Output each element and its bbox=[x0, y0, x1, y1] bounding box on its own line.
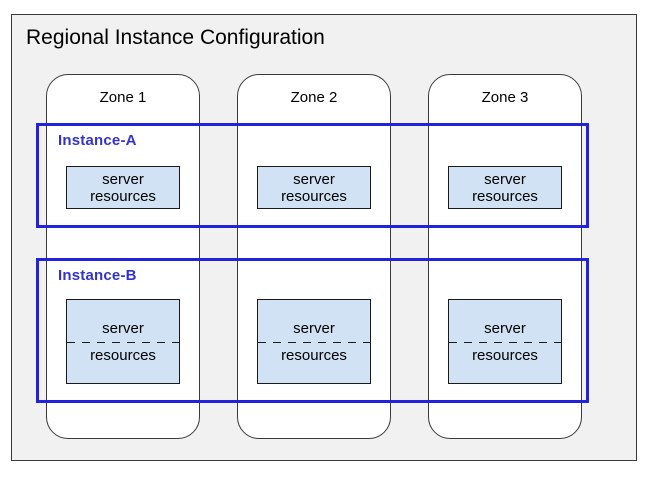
instance-b-box: Instance-B bbox=[36, 258, 589, 403]
instance-a-label: Instance-A bbox=[58, 132, 137, 149]
dashed-divider-line bbox=[67, 341, 179, 343]
dashed-divider-line bbox=[258, 341, 370, 343]
server-resources-label-line1: server bbox=[484, 170, 526, 188]
instance-a-box: Instance-A bbox=[36, 123, 589, 228]
server-resources-box-b-zone2: server resources bbox=[257, 299, 371, 384]
server-resources-label-line2: resources bbox=[472, 187, 538, 205]
server-resources-label-line1: server bbox=[484, 319, 526, 337]
server-resources-label-line1: server bbox=[102, 170, 144, 188]
server-resources-label-line1: server bbox=[102, 319, 144, 337]
server-resources-box-a-zone1: server resources bbox=[66, 166, 180, 209]
diagram-title: Regional Instance Configuration bbox=[26, 26, 325, 49]
zone-1-label: Zone 1 bbox=[99, 89, 147, 106]
dashed-divider-line bbox=[449, 341, 561, 343]
region-box: Regional Instance Configuration Zone 1 Z… bbox=[11, 14, 637, 461]
server-resources-label-line2: resources bbox=[472, 346, 538, 364]
server-resources-box-a-zone3: server resources bbox=[448, 166, 562, 209]
server-resources-box-b-zone1: server resources bbox=[66, 299, 180, 384]
instance-b-label: Instance-B bbox=[58, 267, 137, 284]
zone-3-label: Zone 3 bbox=[481, 89, 529, 106]
server-resources-box-b-zone3: server resources bbox=[448, 299, 562, 384]
server-resources-label-line2: resources bbox=[90, 346, 156, 364]
server-resources-box-a-zone2: server resources bbox=[257, 166, 371, 209]
server-resources-label-line2: resources bbox=[90, 187, 156, 205]
server-resources-label-line1: server bbox=[293, 170, 335, 188]
server-resources-label-line1: server bbox=[293, 319, 335, 337]
server-resources-label-line2: resources bbox=[281, 187, 347, 205]
zone-2-label: Zone 2 bbox=[290, 89, 338, 106]
server-resources-label-line2: resources bbox=[281, 346, 347, 364]
